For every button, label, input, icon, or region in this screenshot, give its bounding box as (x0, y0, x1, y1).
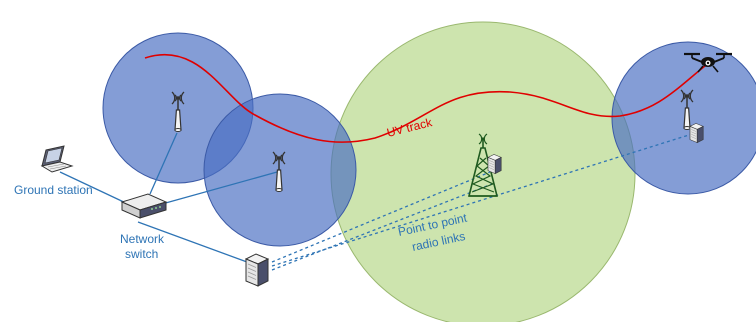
drone-icon (684, 52, 732, 73)
link-switch-radio (137, 221, 248, 263)
coverage-circle-right (611, 41, 756, 195)
radio-tower-icon (467, 133, 499, 197)
radio-unit-icon (487, 154, 502, 174)
coverage-circle-center (330, 21, 636, 322)
link-switch-antenna-2 (161, 171, 278, 205)
uv-track-path (144, 53, 711, 143)
ground-station-label: Ground station (14, 183, 93, 197)
network-switch-label-line2: switch (125, 247, 158, 261)
radio-unit-icon (245, 253, 269, 287)
laptop-icon (40, 145, 74, 173)
link-switch-antenna-1 (149, 132, 178, 195)
network-switch-icon (120, 193, 168, 219)
link-laptop-switch (59, 171, 129, 205)
network-switch-label-line1: Network (120, 232, 165, 246)
p2p-link-remote (271, 133, 693, 267)
radio-unit-icon (689, 123, 704, 143)
